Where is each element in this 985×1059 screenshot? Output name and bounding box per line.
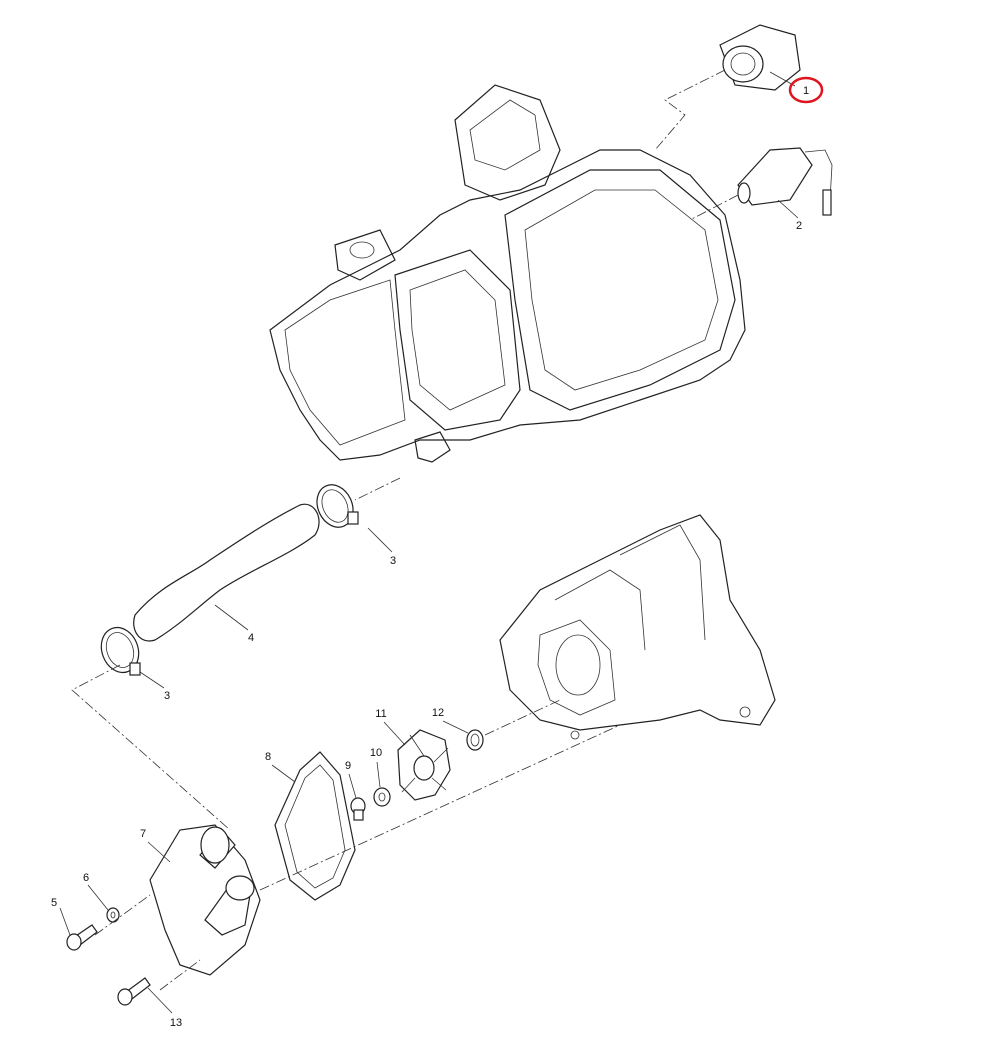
part-6-washer [106,907,120,923]
part-1-thermostat-housing [719,24,801,91]
part-3-hose-clamp-upper [316,484,359,528]
highlight-circle [788,76,824,104]
part-3-hose-clamp-lower [100,626,141,676]
cylinder-head [269,84,746,463]
callout-2: 2 [795,220,803,232]
callout-13: 13 [169,1017,183,1029]
callout-3: 3 [163,690,171,702]
callout-6: 6 [82,872,90,884]
callout-1: 1 [802,85,810,97]
part-5-bolt [66,924,98,951]
callout-5: 5 [50,897,58,909]
callout-12: 12 [431,707,445,719]
callout-7: 7 [139,828,147,840]
crankcase [499,514,776,740]
callout-4: 4 [247,632,255,644]
part-7-water-pump-cover [149,824,261,976]
part-4-coolant-hose [133,503,320,642]
part-12-oil-seal [466,729,484,751]
callout-3: 3 [389,555,397,567]
part-8-gasket [274,751,356,901]
part-10-washer [373,787,391,807]
callout-9: 9 [344,760,352,772]
part-2-temperature-sensor [737,147,833,216]
callout-10: 10 [369,747,383,759]
callout-11: 11 [375,708,387,720]
part-11-impeller [397,729,451,801]
callout-8: 8 [264,751,272,763]
part-9-seal [350,797,366,821]
leader-lines [59,69,799,1014]
part-13-bolt [117,977,151,1006]
